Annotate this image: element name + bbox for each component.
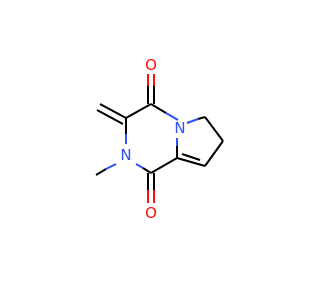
bond-carbonyl-to-methylene-carbon bbox=[125, 103, 152, 119]
atom-nitrogen-ring: N bbox=[174, 119, 185, 137]
bond-ring-n-to-ch2 bbox=[186, 116, 206, 124]
atom-nitrogen-methyl: N bbox=[120, 146, 131, 164]
atom-oxygen-top: O bbox=[145, 56, 157, 74]
molecule-structure-diagram: O N N O bbox=[95, 56, 224, 222]
carbonyl-top-bond bbox=[147, 74, 155, 104]
bond-n-to-bottom-carbonyl bbox=[135, 163, 152, 174]
bond-ch2-to-ch2 bbox=[204, 116, 224, 142]
bond-bottom-carbonyl-to-fusion-carbon bbox=[150, 157, 178, 174]
ring-alkene-double-bond bbox=[176, 153, 206, 167]
bond-ch2-to-alkene-ch bbox=[204, 140, 224, 167]
carbonyl-bottom-bond bbox=[147, 173, 155, 203]
atom-oxygen-bottom: O bbox=[145, 204, 157, 222]
methylene-double-bond bbox=[96, 103, 127, 125]
bond-carbonyl-to-ring-n bbox=[150, 103, 179, 121]
bond-n-to-methyl bbox=[95, 163, 117, 176]
